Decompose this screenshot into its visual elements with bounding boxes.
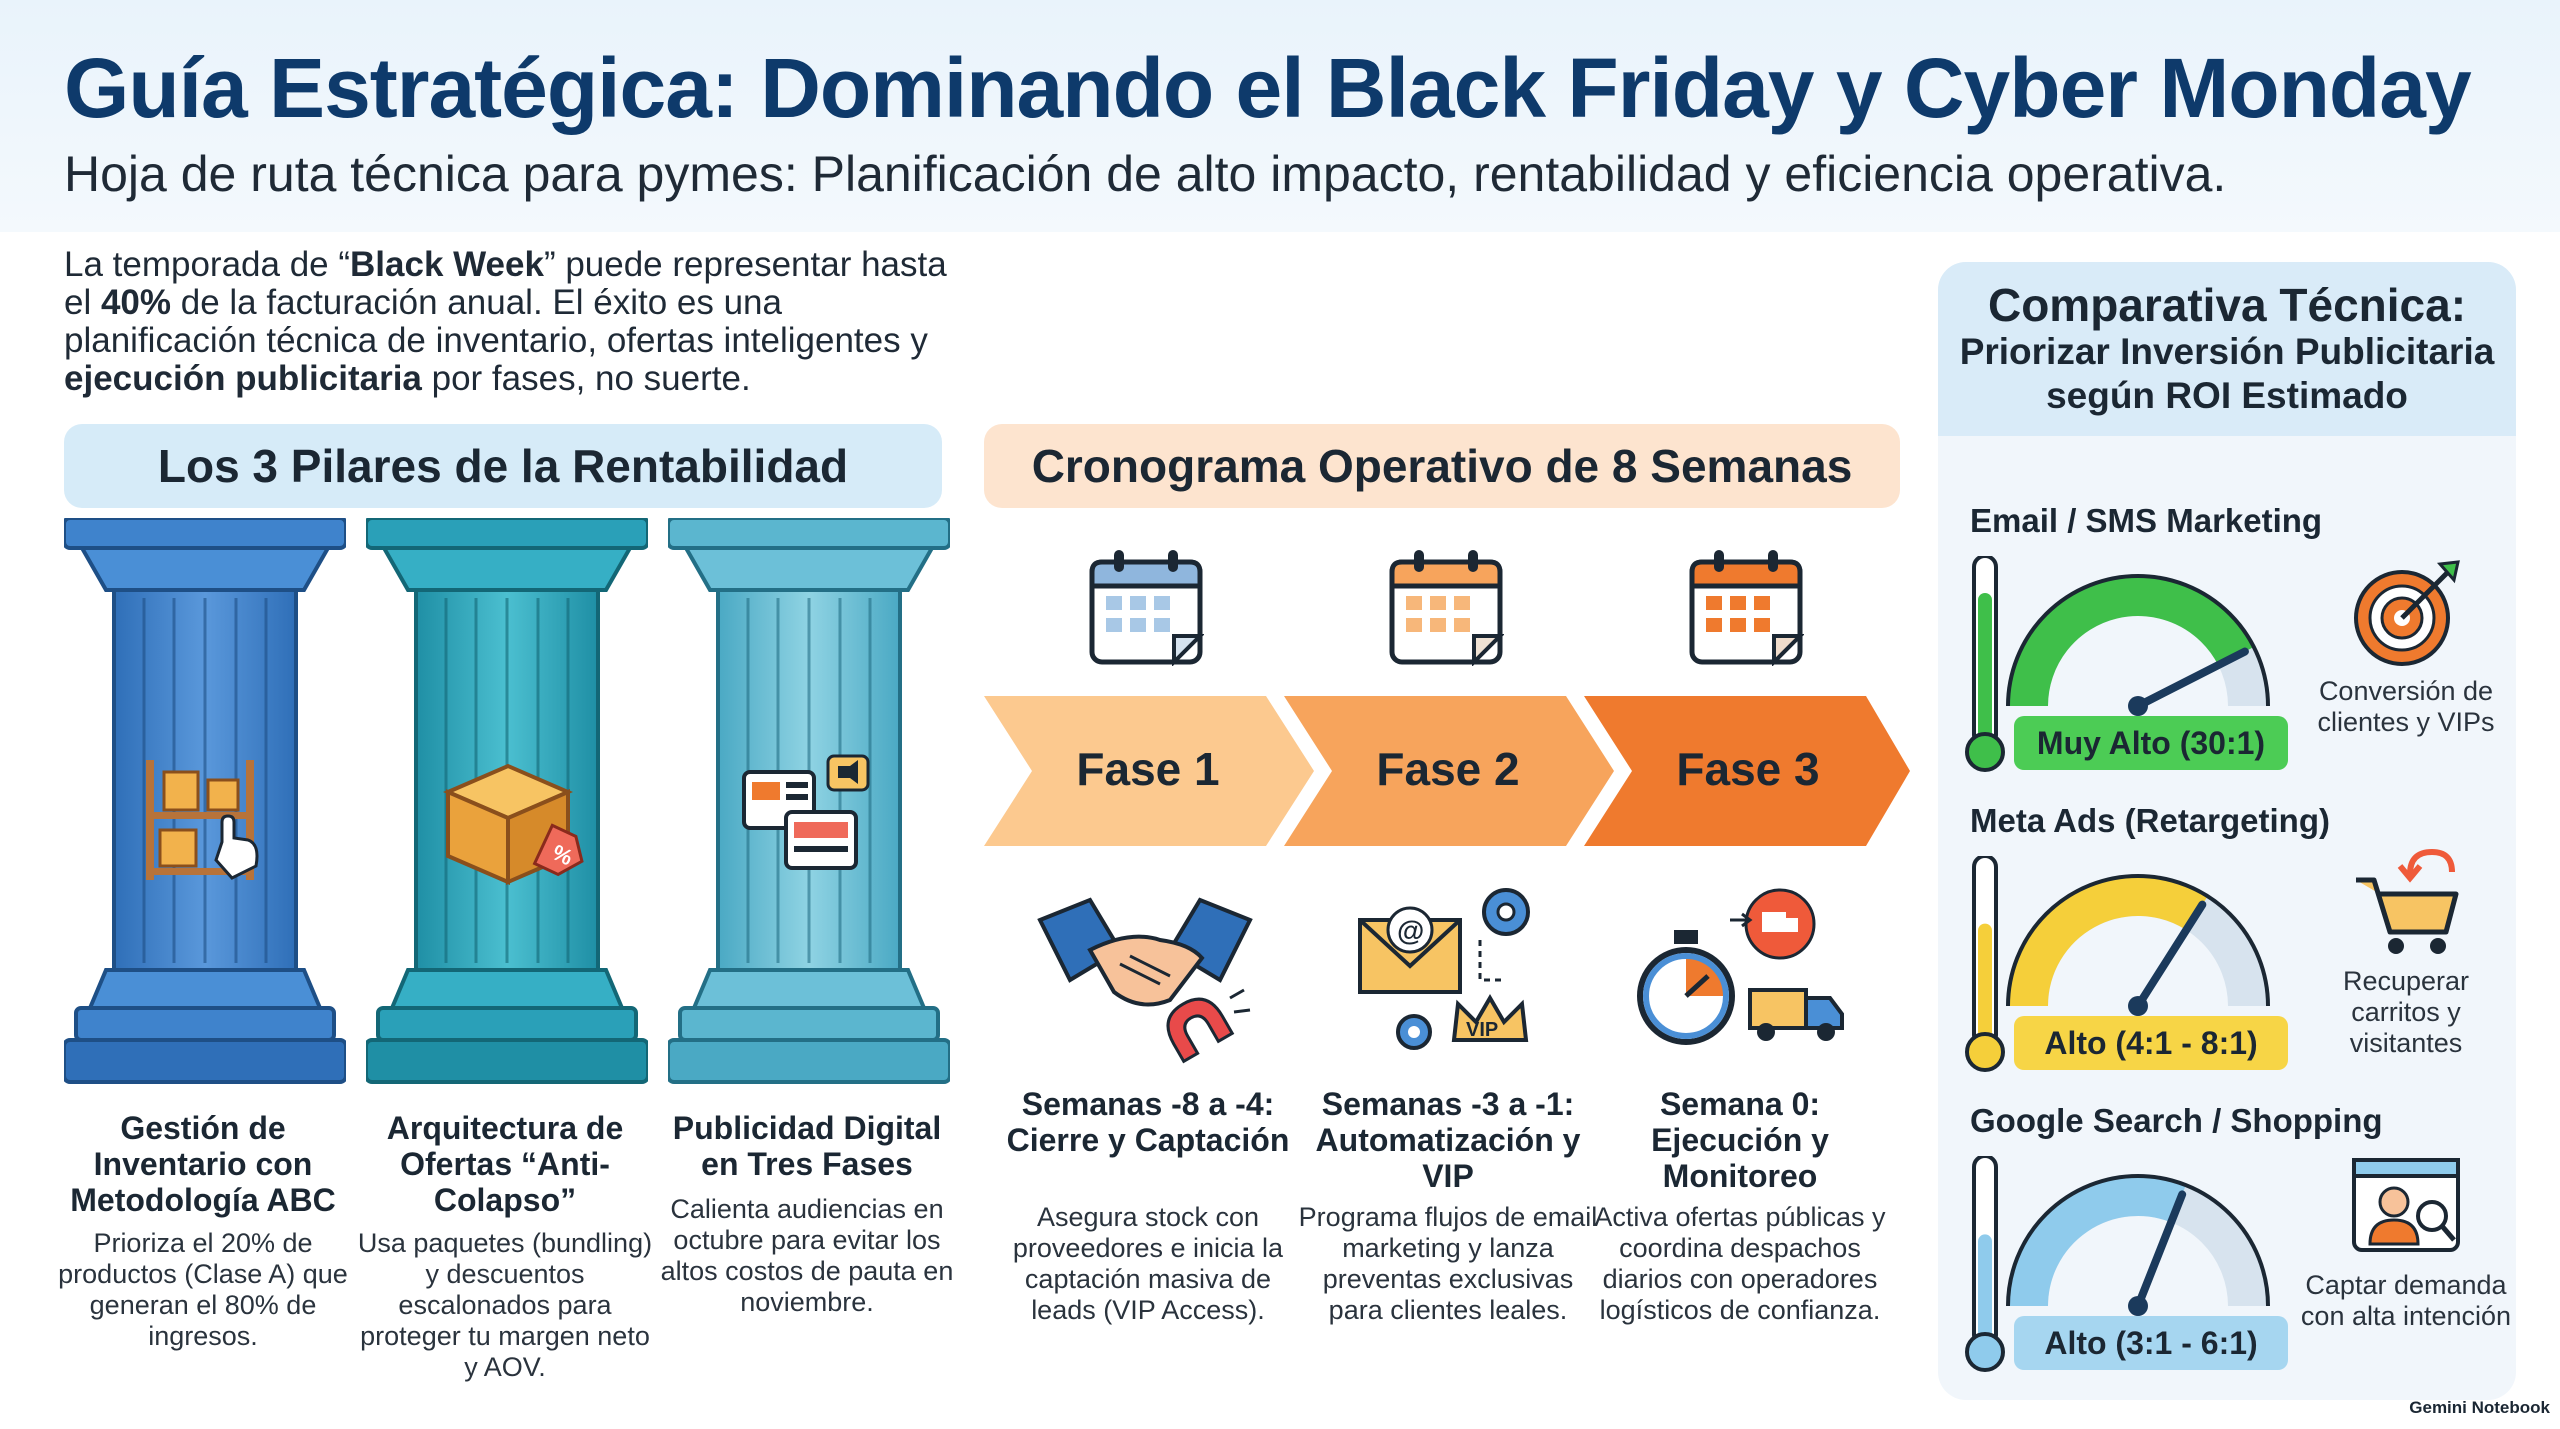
svg-text:@: @ (1397, 915, 1424, 946)
pillars-section-title: Los 3 Pilares de la Rentabilidad (64, 424, 942, 508)
gauge-hub (2128, 1296, 2148, 1316)
calendar-icon (1088, 548, 1205, 667)
gauge-outline (2006, 874, 2270, 1007)
pillar-offers (364, 516, 650, 1092)
digital-ads-icon (742, 754, 870, 870)
gauge-fill (2008, 1176, 2186, 1307)
phase-title: Semana 0: Ejecución y Monitoreo (1651, 1086, 1829, 1194)
cart-return-icon (2348, 844, 2464, 960)
roi-gauge (1958, 1154, 2298, 1376)
gauge-needle (2134, 647, 2249, 710)
gauge-needle (2134, 1190, 2187, 1310)
roi-badge: Alto (3:1 - 6:1) (2014, 1316, 2288, 1370)
chevron-phase-3 (1584, 696, 1910, 846)
page-title: Guía Estratégica: Dominando el Black Fri… (64, 41, 2472, 135)
stopwatch-delivery-icon (1630, 880, 1860, 1070)
channel-purpose: Recuperar carritos y visitantes (2342, 966, 2470, 1058)
calendar-icon (1688, 548, 1805, 667)
thermometer-bulb (1965, 732, 2005, 772)
pillar-description: Usa paquetes (bundling) y descuentos esc… (357, 1228, 653, 1382)
intro-paragraph: La temporada de “Black Week” puede repre… (64, 245, 947, 398)
pillar-description: Calienta audiencias en octubre para evit… (660, 1194, 954, 1317)
gauge-fill (2008, 576, 2254, 707)
timeline-section-title: Cronograma Operativo de 8 Semanas (984, 424, 1900, 508)
phase-title: Semanas -3 a -1: Automatización y VIP (1315, 1086, 1581, 1194)
thermometer-level (1978, 923, 1992, 1046)
handshake-magnet-icon (1030, 880, 1260, 1070)
pillar-title: Publicidad Digital en Tres Fases (672, 1110, 942, 1182)
thermometer-level (1978, 593, 1992, 746)
comparison-title: Comparativa Técnica: (1987, 279, 2467, 331)
channel-name: Email / SMS Marketing (1970, 502, 2323, 539)
chevron-phase-1 (984, 696, 1314, 846)
gauge-hub (2128, 996, 2148, 1016)
phase-description: Programa flujos de email marketing y lan… (1298, 1202, 1598, 1325)
calendar-icon (1388, 548, 1505, 667)
roi-gauge (1958, 854, 2298, 1076)
chevron-phase-2 (1284, 696, 1614, 846)
gauge-outline (2006, 1174, 2270, 1307)
page-subtitle: Hoja de ruta técnica para pymes: Planifi… (64, 146, 2227, 202)
pillar-column-graphic (364, 516, 650, 1084)
gauge-outline (2006, 574, 2270, 707)
email-automation-icon: @ VIP (1330, 880, 1560, 1070)
thermometer-bulb (1965, 1032, 2005, 1072)
channel-name: Google Search / Shopping (1970, 1102, 2383, 1139)
thermometer-level (1978, 1234, 1992, 1346)
header-band (0, 0, 2560, 232)
channel-name: Meta Ads (Retargeting) (1970, 802, 2330, 839)
search-profile-icon (2348, 1152, 2464, 1268)
channel-purpose: Conversión de clientes y VIPs (2317, 676, 2495, 737)
warehouse-shelves-icon (146, 760, 259, 880)
gauge-needle (2134, 900, 2207, 1010)
comparison-panel-header (1938, 262, 2516, 436)
roi-badge: Muy Alto (30:1) (2014, 716, 2288, 770)
phase-label: Fase 1 (1076, 743, 1220, 795)
roi-badge: Alto (4:1 - 8:1) (2014, 1016, 2288, 1070)
target-icon (2348, 554, 2464, 670)
roi-gauge (1958, 554, 2298, 776)
channel-purpose: Captar demanda con alta intención (2300, 1270, 2512, 1331)
phase-title: Semanas -8 a -4: Cierre y Captación (1006, 1086, 1290, 1158)
comparison-subtitle: Priorizar Inversión Publicitaria según R… (1959, 331, 2495, 416)
svg-text:VIP: VIP (1466, 1019, 1498, 1041)
phase-label: Fase 2 (1376, 743, 1520, 795)
phase-description: Asegura stock con proveedores e inicia l… (1012, 1202, 1284, 1325)
bundle-box-tag-icon: % (442, 763, 584, 886)
phase-chevrons (984, 696, 1910, 846)
brand-logo-text: Gemini Notebook (2409, 1398, 2550, 1417)
gauge-fill (2008, 876, 2208, 1007)
pillar-description: Prioriza el 20% de productos (Clase A) q… (58, 1228, 348, 1351)
pillar-title: Arquitectura de Ofertas “Anti-Colapso” (386, 1110, 624, 1218)
gauge-hub (2128, 696, 2148, 716)
phase-description: Activa ofertas públicas y coordina despa… (1594, 1202, 1886, 1325)
pillar-title: Gestión de Inventario con Metodología AB… (70, 1110, 336, 1218)
phase-label: Fase 3 (1676, 743, 1820, 795)
thermometer-bulb (1965, 1332, 2005, 1372)
